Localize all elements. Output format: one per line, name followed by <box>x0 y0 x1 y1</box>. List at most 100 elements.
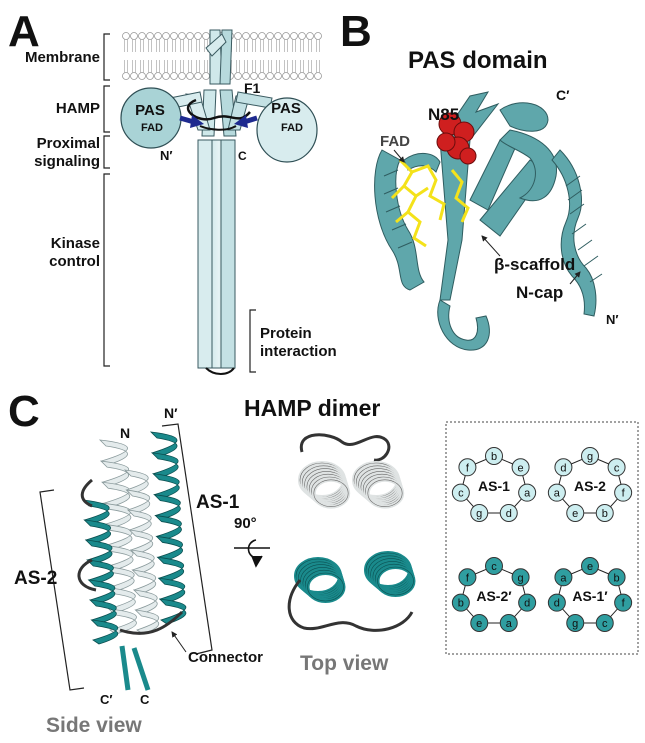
lipid-head <box>274 32 282 40</box>
bottom-loop <box>205 367 235 375</box>
lipid-tail <box>236 39 240 52</box>
wheel-position-letter: f <box>622 598 626 610</box>
wheel-position-letter: g <box>518 572 524 584</box>
c-label: C <box>238 149 247 163</box>
lipid-tail <box>164 39 168 52</box>
wheel-position <box>485 447 503 465</box>
lipid-tail <box>260 39 264 52</box>
lipid-head <box>282 72 290 80</box>
region-signaling: signaling <box>34 153 100 170</box>
n-label-c: N <box>120 425 130 441</box>
lipid-head <box>258 72 266 80</box>
side-view-label: Side view <box>46 714 142 737</box>
lipid-head <box>194 72 202 80</box>
n-prime-label: N′ <box>160 148 173 163</box>
lipid-tail <box>180 39 184 52</box>
lipid-tail <box>276 39 280 52</box>
helix-stripes <box>383 169 603 283</box>
ncap-label: N-cap <box>516 283 563 302</box>
lipid-head <box>186 72 194 80</box>
wheel-position-letter: f <box>466 572 470 584</box>
helix-turn <box>158 598 187 625</box>
pas-left-title: PAS <box>135 102 165 119</box>
connector-pointer <box>171 631 187 653</box>
lipid-head <box>274 72 282 80</box>
fad-ligand <box>390 158 470 248</box>
wheel-position-letter: c <box>491 561 497 573</box>
wheel-position-letter: b <box>602 508 608 520</box>
as-brackets <box>39 423 213 691</box>
wheel-position <box>581 447 599 465</box>
helix-turn <box>90 619 119 645</box>
wheel-position-letter: a <box>554 488 561 500</box>
helix-ring-edge <box>367 479 403 507</box>
fad-pointer <box>393 149 405 163</box>
region-brackets <box>103 33 256 373</box>
wheel-position <box>485 557 503 575</box>
lipid-head <box>138 32 146 40</box>
c-label-c: C <box>140 692 150 707</box>
wheel-position <box>554 458 573 477</box>
lipid-tail <box>188 60 192 73</box>
region-membrane: Membrane <box>25 49 100 66</box>
signal-arrow-right-head <box>234 115 248 128</box>
lipid-head <box>242 32 250 40</box>
wheel-position <box>581 557 599 575</box>
wheel-position-letter: f <box>466 462 470 474</box>
lipid-tail <box>308 39 312 52</box>
rotation-label: 90° <box>234 515 257 532</box>
lipid-head <box>290 32 298 40</box>
helical-wheels: beadgcfAS-1gcfbeadAS-2cgdaebfAS-2′ebfcgd… <box>451 447 633 633</box>
pas-cartoon <box>374 91 597 351</box>
lipid-head <box>178 72 186 80</box>
side-view-structure <box>77 431 187 691</box>
lipid-head <box>242 72 250 80</box>
lipid-head <box>162 32 170 40</box>
wheel-position <box>511 568 530 587</box>
lipid-head <box>250 72 258 80</box>
lipid-tail <box>284 60 288 73</box>
lipid-tail <box>164 60 168 73</box>
wheel-position-letter: f <box>622 488 626 500</box>
region-control: control <box>49 253 100 270</box>
wheel-position <box>470 504 489 523</box>
wheel-position-letter: d <box>560 462 566 474</box>
lipid-head <box>154 32 162 40</box>
lipid-tail <box>284 39 288 52</box>
wheel-position <box>607 568 626 587</box>
panel-b: B PAS domain <box>340 7 619 351</box>
lipid-head <box>154 72 162 80</box>
wheel-position-letter: e <box>572 508 578 520</box>
lipid-head <box>306 32 314 40</box>
wheel-position-letter: d <box>524 598 530 610</box>
region-proximal: Proximal <box>37 135 100 152</box>
interaction-label: interaction <box>260 343 337 360</box>
lipid-head <box>130 72 138 80</box>
lipid-tail <box>148 60 152 73</box>
wheel-position-letter: g <box>572 618 578 630</box>
wheel-position-letter: e <box>476 618 482 630</box>
wheel-position <box>566 614 585 633</box>
wheel-position <box>470 614 489 633</box>
wheel-position-letter: g <box>476 508 482 520</box>
wheel-position-letter: c <box>614 462 620 474</box>
wheel-position <box>458 568 477 587</box>
lipid-head <box>130 32 138 40</box>
side-loops <box>77 478 184 635</box>
top-view-structure <box>287 433 416 632</box>
n-prime-label-b: N′ <box>606 312 619 327</box>
lipid-head <box>170 72 178 80</box>
beta-scaffold-pointer <box>481 235 501 257</box>
wheel-position <box>511 458 530 477</box>
panel-c-letter: C <box>8 387 40 436</box>
lipid-head <box>122 72 130 80</box>
wheel-position-letter: g <box>587 451 593 463</box>
wheel-position-letter: a <box>560 572 567 584</box>
lipid-head <box>314 32 322 40</box>
lipid-tail <box>172 39 176 52</box>
lipid-head <box>138 72 146 80</box>
wheel-position <box>518 483 537 502</box>
wheel-position <box>547 593 566 612</box>
lipid-tail <box>316 39 320 52</box>
ncap-pointer <box>569 271 581 285</box>
